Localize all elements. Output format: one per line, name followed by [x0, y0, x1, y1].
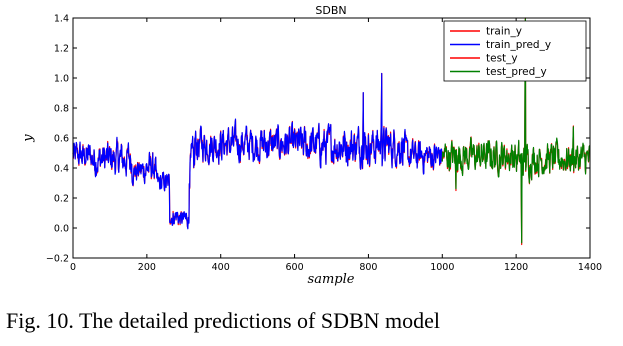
x-tick-label: 400: [212, 262, 230, 273]
y-tick-label: 0.0: [54, 224, 69, 235]
x-tick-label: 1000: [430, 262, 454, 273]
x-tick-label: 200: [138, 262, 156, 273]
x-tick-label: 1200: [504, 262, 528, 273]
y-tick-label: 1.0: [54, 74, 69, 85]
series-line-train-pred-y: [72, 72, 443, 230]
legend-label: train_y: [486, 26, 522, 38]
y-tick-label: 0.8: [54, 104, 69, 115]
y-tick-label: 0.4: [54, 164, 69, 175]
series-line-test-pred-y: [441, 18, 591, 244]
x-tick-label: 800: [359, 262, 377, 273]
y-tick-label: 0.6: [54, 134, 69, 145]
line-chart: 0 200 400 600 800 1000 1200 1400 −0.2 0.0 0.2 0.4 0.…: [21, 4, 602, 287]
x-axis-label: sample: [308, 272, 355, 287]
x-tick-label: 0: [70, 262, 76, 273]
legend-label: test_y: [486, 53, 518, 65]
y-tick-label: −0.2: [46, 254, 69, 265]
y-tick-label: 1.2: [54, 44, 69, 55]
y-tick-label: 1.4: [54, 14, 69, 25]
legend-label: train_pred_y: [486, 39, 551, 51]
figure-caption: Fig. 10. The detailed predictions of SDB…: [6, 308, 441, 333]
y-axis-label: y: [21, 134, 36, 143]
x-tick-label: 600: [286, 262, 304, 273]
legend-label: test_pred_y: [486, 66, 547, 78]
x-tick-label: 1400: [578, 262, 602, 273]
plot-lines: [72, 17, 591, 246]
chart-title: SDBN: [315, 4, 346, 17]
y-tick-label: 0.2: [54, 194, 69, 205]
axis-ticks: 0 200 400 600 800 1000 1200 1400 −0.2 0.0 0.2 0.4 0.…: [46, 14, 602, 274]
